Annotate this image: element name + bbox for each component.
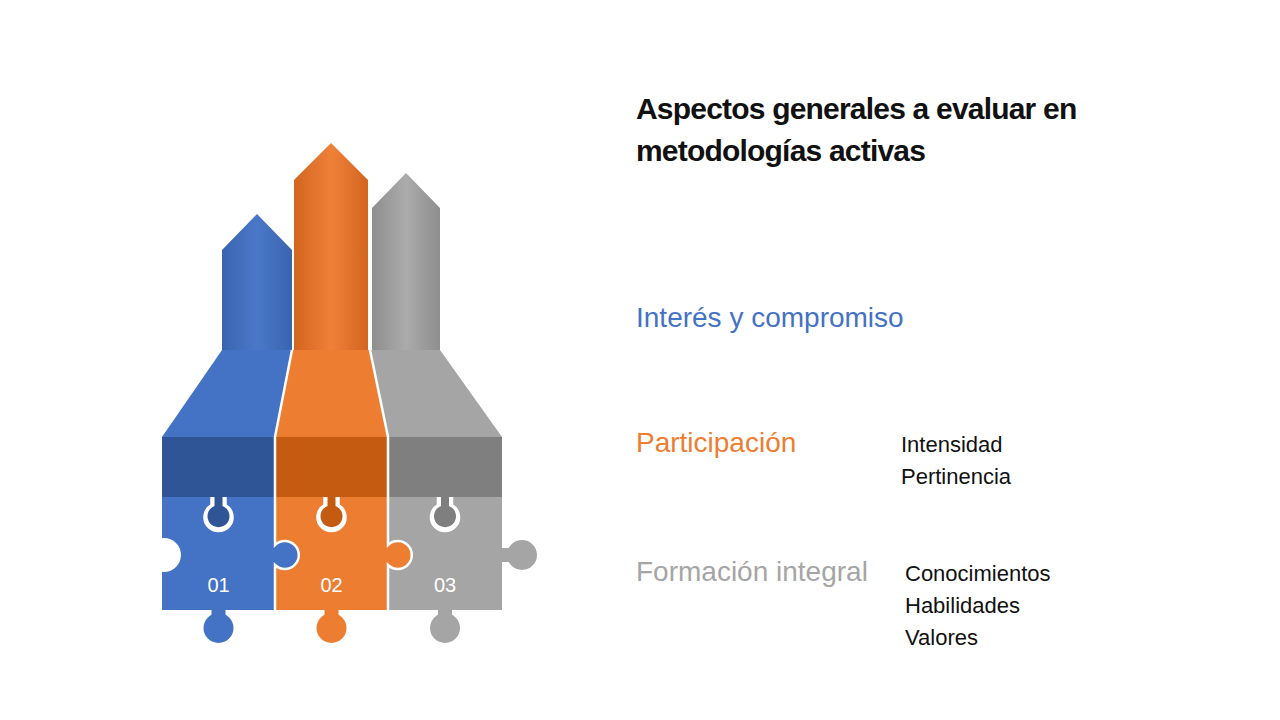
aspect-detail: Pertinencia — [901, 464, 1011, 490]
piece-body — [275, 497, 388, 610]
top-socket — [205, 497, 233, 531]
callout-number: 02 — [275, 573, 388, 597]
right-knob — [507, 540, 537, 570]
slide-title: Aspectos generales a evaluar en metodolo… — [636, 88, 1106, 172]
top-socket — [431, 497, 459, 531]
blue-top-face — [162, 350, 292, 437]
aspect-detail: Valores — [905, 625, 978, 651]
bottom-knob — [317, 613, 347, 643]
aspect-heading: Participación — [636, 426, 796, 460]
gray-front-face — [388, 437, 502, 497]
callout-number: 03 — [388, 573, 502, 597]
orange-front-face — [275, 437, 388, 497]
blue-front-face — [162, 437, 275, 497]
gray-top-face — [370, 350, 502, 437]
socket-fill — [321, 497, 343, 527]
gray-arrow — [372, 173, 440, 350]
bottom-knob — [204, 613, 234, 643]
aspect-detail: Conocimientos — [905, 561, 1051, 587]
bottom-knob — [430, 613, 460, 643]
aspect-heading: Formación integral — [636, 555, 868, 589]
aspect-heading: Interés y compromiso — [636, 301, 904, 335]
blue-arrow — [222, 214, 292, 350]
orange-arrow — [294, 143, 368, 350]
top-socket — [318, 497, 346, 531]
callout-number: 01 — [162, 573, 275, 597]
socket-fill — [208, 497, 230, 527]
aspect-detail: Intensidad — [901, 432, 1003, 458]
piece-body — [388, 497, 502, 610]
puzzle-piece: 01 — [162, 497, 275, 610]
aspect-detail: Habilidades — [905, 593, 1020, 619]
orange-top-face — [275, 350, 388, 437]
socket-fill — [434, 497, 456, 527]
face-separator — [275, 350, 388, 497]
left-socket — [147, 538, 181, 572]
